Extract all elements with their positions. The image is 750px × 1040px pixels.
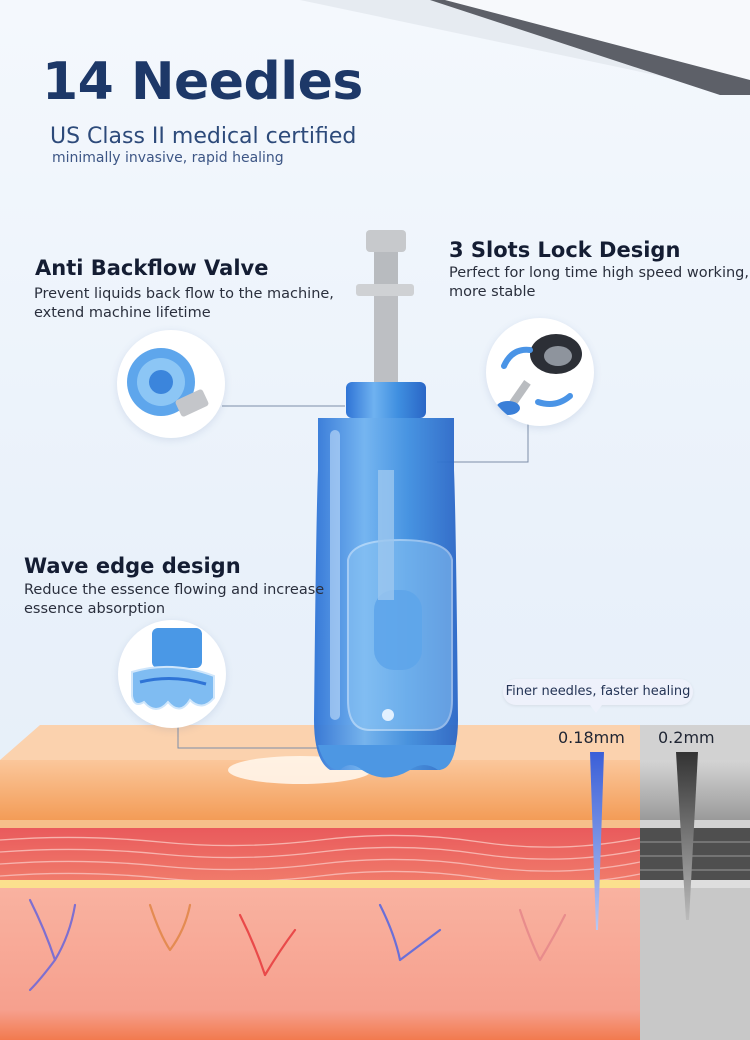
cartridge-product-image bbox=[314, 230, 458, 778]
fine-needle-size-label: 0.18mm bbox=[558, 728, 625, 747]
feature-title-slots-lock: 3 Slots Lock Design bbox=[449, 238, 681, 262]
standard-needle-size-label: 0.2mm bbox=[658, 728, 715, 747]
feature-desc-wave-edge-line2: essence absorption bbox=[24, 601, 166, 617]
valve-detail-image bbox=[117, 330, 225, 438]
feature-desc-anti-backflow-line1: Prevent liquids back flow to the machine… bbox=[34, 286, 334, 302]
feature-desc-slots-lock-line1: Perfect for long time high speed working… bbox=[449, 265, 749, 281]
tagline: minimally invasive, rapid healing bbox=[52, 150, 284, 166]
feature-title-anti-backflow: Anti Backflow Valve bbox=[35, 256, 269, 280]
wave-edge-detail-image bbox=[118, 620, 226, 728]
feature-desc-anti-backflow-line2: extend machine lifetime bbox=[34, 305, 211, 321]
fine-needle bbox=[590, 752, 604, 930]
feature-title-wave-edge: Wave edge design bbox=[24, 554, 241, 578]
feature-desc-slots-lock-line2: more stable bbox=[449, 284, 536, 300]
callout-pointer bbox=[590, 705, 602, 713]
page-title: 14 Needles bbox=[42, 52, 363, 112]
slots-lock-detail-image bbox=[486, 318, 594, 426]
certification-subtitle: US Class II medical certified bbox=[50, 124, 357, 149]
finer-needles-callout: Finer needles, faster healing bbox=[503, 679, 693, 705]
standard-needle bbox=[676, 752, 698, 920]
feature-desc-wave-edge-line1: Reduce the essence flowing and increase bbox=[24, 582, 325, 598]
